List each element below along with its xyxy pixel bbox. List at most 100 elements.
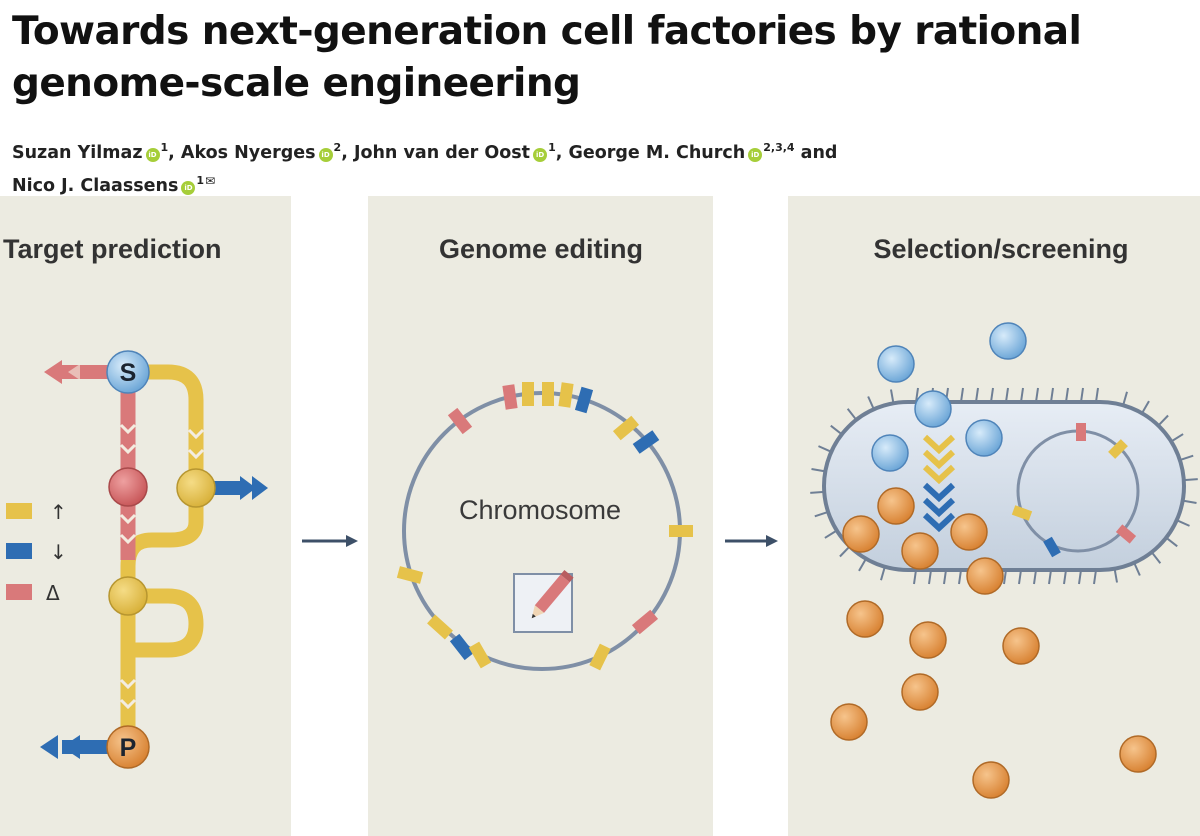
flux-chevrons (119, 423, 205, 710)
pilus (1183, 478, 1198, 482)
affiliation-marker: 1 (548, 141, 556, 154)
pilus (1003, 569, 1007, 585)
author-name[interactable]: George M. Church (568, 143, 746, 163)
pilus (1093, 569, 1097, 585)
metabolite-node-red (108, 467, 148, 507)
chromosome-diagram: Chromosome (396, 382, 693, 671)
pilus (1179, 454, 1194, 461)
legend-swatch-deletion (6, 584, 32, 600)
pilus (1005, 387, 1009, 403)
pilus (990, 387, 994, 403)
plasmid-sites (1011, 423, 1137, 558)
author-name[interactable]: Akos Nyerges (180, 143, 316, 163)
pilus (1182, 499, 1197, 505)
product-molecules (830, 487, 1157, 799)
pilus (830, 424, 843, 436)
metabolic-network: S P (40, 350, 268, 769)
author-name[interactable]: Suzan Yilmaz (12, 143, 143, 163)
pilus (1063, 569, 1067, 585)
metabolite-node-yellow (176, 468, 216, 508)
panel-title: Genome editing (439, 234, 643, 264)
pencil-edit-icon (513, 569, 574, 633)
arrow-right-icon (302, 535, 358, 547)
pilus (1050, 387, 1054, 403)
pilus (1113, 568, 1119, 583)
arrow-right-icon (725, 535, 778, 547)
panel-target-prediction (0, 196, 291, 836)
pilus (975, 387, 979, 403)
cell-pili (810, 387, 1198, 585)
title-line-1: Towards next-generation cell factories b… (12, 9, 1082, 54)
pilus (1080, 387, 1084, 403)
pilus (1048, 569, 1052, 585)
author-separator: and (794, 143, 838, 163)
pilus (846, 408, 858, 421)
pilus (867, 396, 875, 410)
envelope-icon[interactable]: ✉ (205, 174, 216, 188)
pilus (810, 490, 825, 494)
pilus (824, 529, 838, 539)
pilus (1035, 387, 1039, 403)
title-line-2: genome-scale engineering (12, 61, 581, 106)
substrate-node (106, 350, 150, 394)
author-separator: , (168, 143, 181, 163)
pilus (1170, 433, 1184, 443)
pilus (915, 387, 919, 403)
legend-symbol: ↓ (50, 540, 67, 564)
legend-swatch-upregulation (6, 503, 32, 519)
pilus (889, 389, 895, 404)
pilus (814, 511, 829, 518)
pilus (913, 569, 917, 585)
product-export-arrow (40, 735, 108, 759)
substrate-molecules (871, 322, 1027, 472)
pilus (1141, 400, 1150, 414)
paper-title: Towards next-generation cell factories b… (12, 6, 1182, 110)
pilus (1020, 387, 1024, 403)
panel-title: Target prediction (3, 234, 222, 264)
edit-sites (396, 382, 693, 671)
pilus (818, 445, 832, 453)
affiliation-marker: 1 (196, 174, 205, 187)
pilus (1133, 562, 1141, 576)
pilus (1095, 387, 1099, 403)
product-node (106, 725, 150, 769)
legend-symbol: ↑ (50, 500, 67, 524)
chromosome-label: Chromosome (459, 495, 621, 525)
pilus (928, 569, 932, 585)
author-name[interactable]: Nico J. Claassens (12, 176, 179, 196)
author-separator: , (555, 143, 569, 163)
pilus (839, 545, 851, 558)
pilus (811, 467, 826, 473)
pilus (1150, 551, 1162, 564)
pilus (1122, 391, 1128, 406)
orcid-icon[interactable]: iD (533, 148, 548, 162)
pilus (880, 566, 886, 581)
pilus (1165, 536, 1178, 548)
pathway-yellow-right (128, 364, 204, 488)
author-name[interactable]: John van der Oost (353, 143, 531, 163)
orcid-icon[interactable]: iD (748, 148, 763, 162)
legend-swatch-downregulation (6, 543, 32, 559)
cell-diagram (810, 322, 1198, 799)
pilus (1078, 569, 1082, 585)
author-separator: , (341, 143, 354, 163)
blue-efflux-arrow (212, 476, 268, 500)
legend-symbol: Δ (46, 581, 60, 605)
pilus (1176, 519, 1190, 527)
pilus (858, 558, 867, 572)
bacterial-cell (822, 400, 1186, 572)
orcid-icon[interactable]: iD (145, 148, 160, 162)
affiliation-marker: 2 (333, 141, 342, 154)
pathway-yellow-lower-right (128, 588, 204, 658)
panel-genome-editing (368, 196, 713, 836)
orcid-icon[interactable]: iD (181, 181, 196, 195)
product-label: P (120, 734, 137, 762)
orcid-icon[interactable]: iD (318, 148, 333, 162)
pilus (958, 569, 962, 585)
